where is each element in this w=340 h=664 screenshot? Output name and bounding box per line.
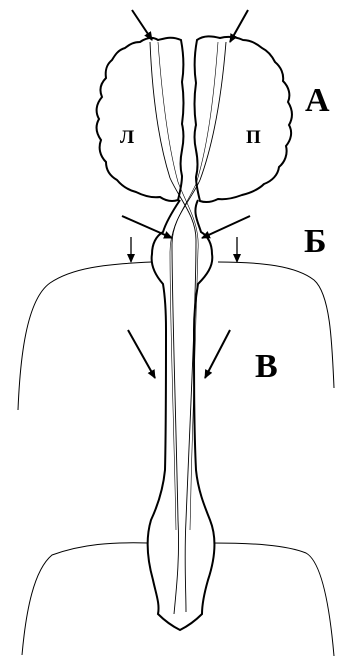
left-hemisphere-label: Л xyxy=(120,128,134,147)
arrow-spinal-right xyxy=(205,330,230,378)
arrow-top-left xyxy=(132,10,152,40)
region-label-v: В xyxy=(255,350,278,384)
arrow-spinal-left xyxy=(128,330,155,378)
right-hemisphere-label: П xyxy=(246,128,261,147)
region-label-a: А xyxy=(305,84,330,118)
spinal-cord-outline xyxy=(148,200,215,630)
arrow-brainstem-right xyxy=(202,216,250,238)
region-label-b: Б xyxy=(304,225,326,259)
left-hemisphere xyxy=(97,38,184,201)
right-hemisphere xyxy=(195,36,292,202)
arrow-top-right xyxy=(230,10,248,42)
